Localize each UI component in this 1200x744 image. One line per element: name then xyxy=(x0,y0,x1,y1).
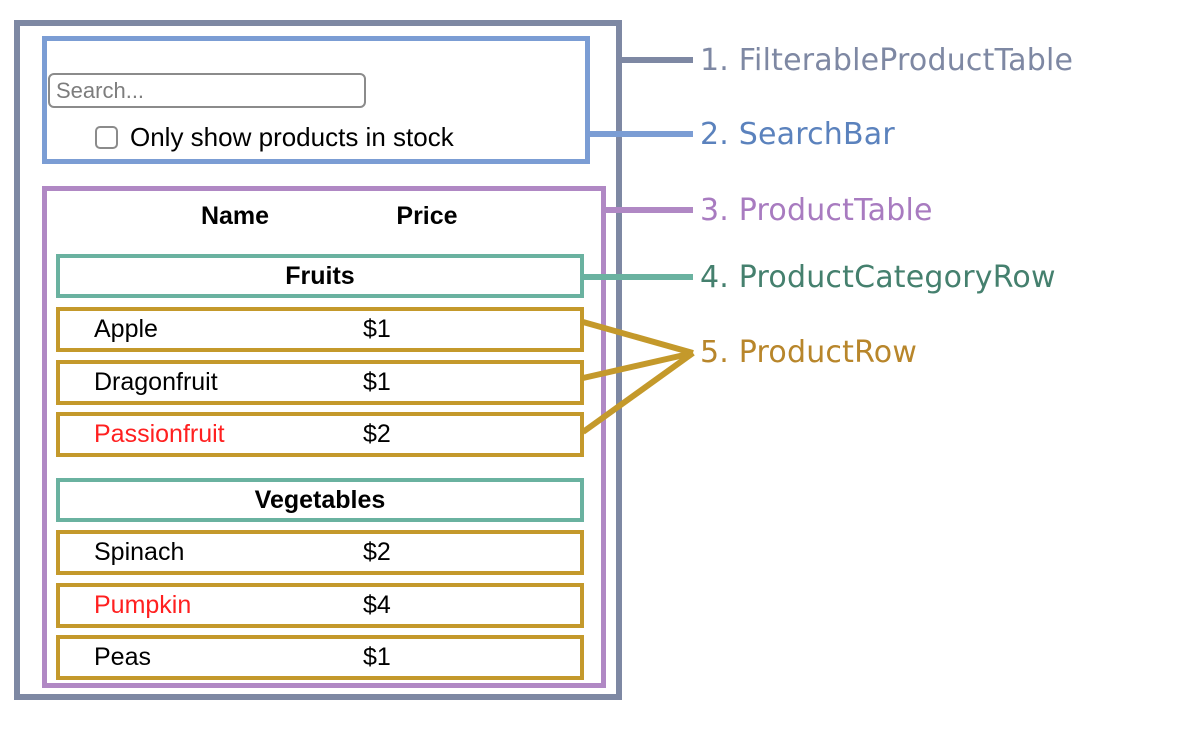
product-price: $4 xyxy=(363,591,391,619)
product-row: Apple $1 xyxy=(56,307,584,352)
product-price: $1 xyxy=(363,315,391,343)
product-category-label: Fruits xyxy=(285,261,355,290)
column-header-price: Price xyxy=(396,202,458,230)
product-name: Spinach xyxy=(94,538,185,566)
legend-item-search-bar: 2. SearchBar xyxy=(700,117,895,152)
product-name: Apple xyxy=(94,315,158,343)
product-row: Dragonfruit $1 xyxy=(56,360,584,405)
product-table-header: Name Price xyxy=(42,199,606,241)
product-category-label: Vegetables xyxy=(254,485,386,514)
product-price: $1 xyxy=(363,368,391,396)
legend-item-product-category-row: 4. ProductCategoryRow xyxy=(700,260,1056,295)
legend-item-product-row: 5. ProductRow xyxy=(700,335,918,370)
product-row: Passionfruit $2 xyxy=(56,412,584,457)
product-price: $1 xyxy=(363,643,391,671)
stock-filter-label: Only show products in stock xyxy=(130,122,454,152)
product-row: Spinach $2 xyxy=(56,530,584,575)
legend-item-product-table: 3. ProductTable xyxy=(700,193,933,228)
product-name: Passionfruit xyxy=(94,420,225,448)
search-input[interactable] xyxy=(48,73,366,108)
legend-item-filterable-product-table: 1. FilterableProductTable xyxy=(700,43,1074,78)
product-row: Pumpkin $4 xyxy=(56,583,584,628)
product-name: Pumpkin xyxy=(94,591,192,619)
product-price: $2 xyxy=(363,420,391,448)
product-price: $2 xyxy=(363,538,391,566)
column-header-name: Name xyxy=(200,202,270,230)
product-name: Peas xyxy=(94,643,151,671)
checkbox-icon[interactable] xyxy=(95,125,118,149)
product-name: Dragonfruit xyxy=(94,368,218,396)
product-category-row: Vegetables xyxy=(56,478,584,522)
product-row: Peas $1 xyxy=(56,635,584,680)
stock-filter-row[interactable]: Only show products in stock xyxy=(95,124,454,150)
product-category-row: Fruits xyxy=(56,254,584,298)
